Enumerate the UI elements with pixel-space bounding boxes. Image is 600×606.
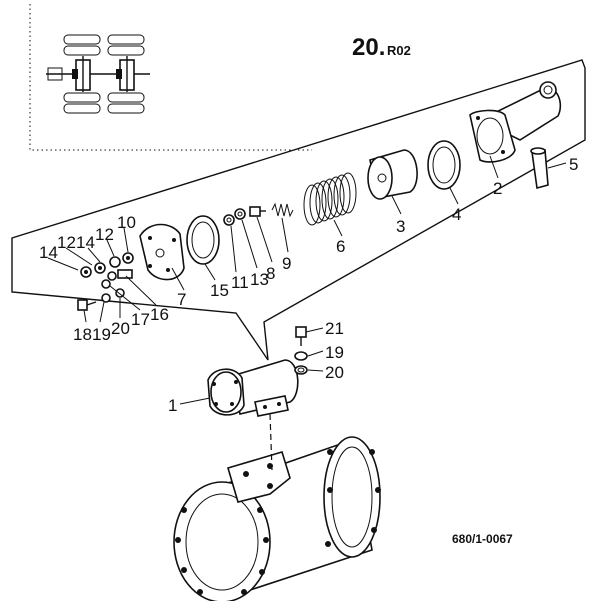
callout-20: 20 [111, 319, 130, 338]
callout-7: 7 [177, 290, 186, 309]
reference-code: 680/1-0067 [452, 532, 513, 546]
callout-6: 6 [336, 237, 345, 256]
part-5-pin [530, 147, 549, 190]
part-3-piston [367, 149, 418, 200]
callout-17: 17 [131, 310, 150, 329]
callout-13: 13 [250, 270, 269, 289]
part-15-gasket [186, 215, 220, 265]
part-9-small-spring [271, 202, 294, 218]
part-2-housing [469, 81, 562, 163]
locator-inset [29, 4, 312, 151]
callout-19: 19 [92, 325, 111, 344]
callout-14-left: 14 [39, 243, 58, 262]
callout-3: 3 [396, 217, 405, 236]
callout-1: 1 [168, 396, 177, 415]
callout-20-assembly: 20 [325, 363, 344, 382]
callout-8: 8 [266, 264, 275, 283]
vehicle-outline-icon [46, 34, 150, 114]
callout-18: 18 [73, 325, 92, 344]
part-6-spring [303, 172, 357, 226]
leader-lines [47, 155, 567, 405]
part-7-cover [139, 223, 185, 281]
callout-5: 5 [569, 155, 578, 174]
exploded-view-outline [11, 59, 586, 361]
diagram-title: 20. [352, 34, 385, 61]
callout-12-right: 12 [95, 225, 114, 244]
inset-frame [29, 4, 312, 151]
part-16-17-plug [101, 269, 133, 289]
part-4-seal-ring [427, 140, 461, 190]
axle-housing [173, 436, 381, 603]
callout-16: 16 [150, 305, 169, 324]
callout-12-left: 12 [57, 233, 76, 252]
part-fastener-set-upper [80, 252, 134, 278]
part-8-screw [249, 206, 266, 217]
callout-9: 9 [282, 254, 291, 273]
part-19-20-washer-pair [294, 351, 308, 375]
part-11-ring [223, 214, 235, 226]
callout-21: 21 [325, 319, 344, 338]
callout-19-assembly: 19 [325, 343, 344, 362]
part-19-20-washers [101, 288, 125, 303]
callout-4: 4 [452, 205, 461, 224]
callout-labels: 14 12 14 12 10 7 15 11 13 8 9 6 3 4 2 5 … [39, 155, 578, 415]
diagram-revision: R02 [387, 43, 411, 58]
callout-11: 11 [231, 273, 249, 292]
callout-2: 2 [493, 179, 502, 198]
part-18-bolt [77, 299, 97, 311]
callout-14-right: 14 [76, 233, 95, 252]
part-21-bolt [295, 326, 307, 346]
part-13-washer [234, 208, 246, 220]
callout-10: 10 [117, 213, 136, 232]
part-1-valve-assembly [207, 359, 299, 417]
callout-15: 15 [210, 281, 229, 300]
